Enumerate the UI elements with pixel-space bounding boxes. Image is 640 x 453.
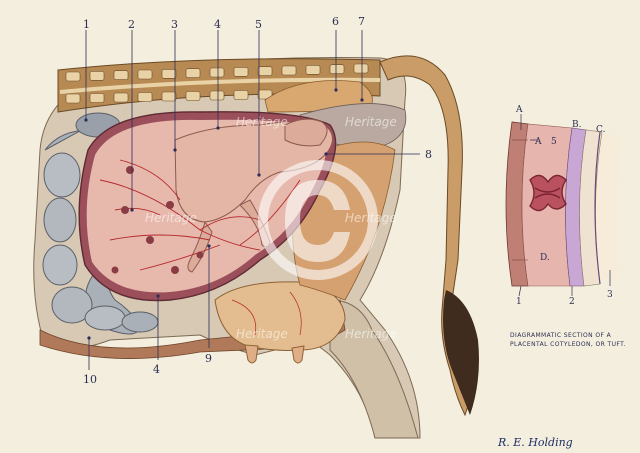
watermark-text: Heritage — [345, 115, 397, 129]
vertebra — [185, 68, 201, 78]
label-6: 6 — [332, 15, 339, 28]
label-2: 2 — [128, 18, 135, 31]
vertebra — [185, 91, 201, 101]
inset-leader-lines — [518, 114, 611, 297]
label-4-bottom: 4 — [153, 363, 160, 376]
artist-signature: R. E. Holding — [497, 436, 573, 449]
vertebra — [209, 90, 225, 101]
inset-label-a-outer: A — [515, 105, 523, 115]
vertebra — [281, 65, 297, 76]
watermark-text: Heritage — [145, 211, 197, 225]
label-8: 8 — [425, 148, 432, 161]
watermark-text: Heritage — [236, 115, 288, 129]
vertebra — [137, 92, 153, 102]
inset-label-3: 3 — [607, 290, 613, 300]
vertebra — [137, 69, 153, 80]
vertebra — [89, 71, 105, 81]
watermark-logo — [258, 160, 378, 280]
leader-dots — [84, 88, 364, 340]
inset-label-2: 2 — [569, 297, 575, 307]
vertebra — [329, 64, 345, 74]
label-1: 1 — [83, 18, 90, 31]
vertebra — [257, 66, 273, 76]
watermark-text: Heritage — [236, 327, 288, 341]
inset-label-5: 5 — [551, 137, 557, 147]
vertebra — [113, 70, 129, 80]
label-10: 10 — [83, 373, 97, 386]
inset-label-c: C. — [596, 125, 606, 135]
leader-lines — [85, 30, 420, 370]
vertebra — [233, 90, 249, 100]
label-9: 9 — [205, 352, 212, 365]
label-4-top: 4 — [214, 18, 221, 31]
inset-villi — [529, 174, 567, 212]
inset-label-b: B. — [572, 120, 582, 130]
inset-label-d: D. — [540, 253, 550, 263]
udder — [214, 281, 346, 364]
vertebra — [353, 63, 369, 74]
vertebra — [233, 67, 249, 77]
vertebra — [113, 92, 129, 103]
tail-switch — [443, 290, 479, 415]
inset-caption-line2: PLACENTAL COTYLEDON, OR TUFT. — [510, 341, 626, 348]
label-5: 5 — [255, 18, 262, 31]
hind-leg — [329, 299, 419, 439]
watermark-text: Heritage — [345, 327, 397, 341]
inset-diagram — [505, 121, 622, 287]
inset-label-a-inner: A — [534, 137, 542, 147]
vertebra — [257, 89, 273, 100]
vertebra — [305, 65, 321, 75]
blood-vessels — [99, 159, 301, 271]
vertebra — [161, 91, 177, 102]
vertebra — [65, 71, 81, 82]
label-7: 7 — [358, 15, 365, 28]
inset-label-1: 1 — [516, 297, 522, 307]
vertebra — [161, 69, 177, 79]
inset-caption-line1: DIAGRAMMATIC SECTION OF A — [510, 332, 612, 339]
vertebra — [89, 93, 105, 103]
vertebra — [209, 67, 225, 78]
label-3: 3 — [171, 18, 178, 31]
vertebra — [65, 93, 81, 104]
